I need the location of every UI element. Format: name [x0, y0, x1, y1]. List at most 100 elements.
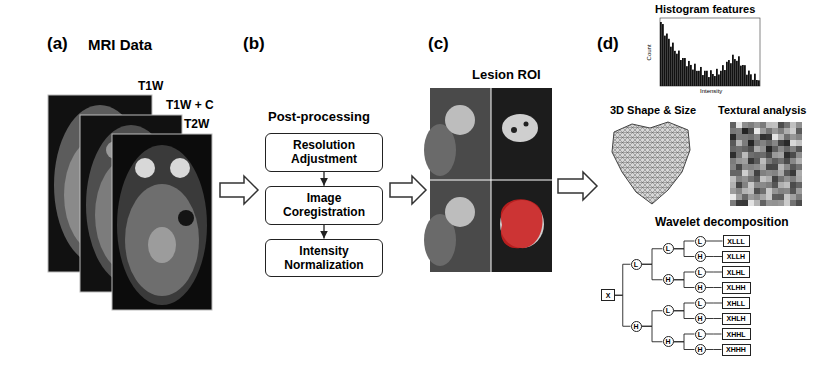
- texture-pixel: [760, 164, 766, 170]
- texture-pixel: [772, 200, 778, 206]
- subband-box: XLLL: [723, 235, 750, 247]
- texture-pixel: [760, 200, 766, 206]
- texture-pixel: [742, 164, 748, 170]
- texture-pixel: [784, 128, 790, 134]
- texture-pixel: [796, 134, 802, 140]
- node-text: Image Coregistration: [272, 191, 376, 220]
- texture-pixel: [754, 182, 760, 188]
- texture-pixel: [730, 158, 736, 164]
- panel-title: Lesion ROI: [472, 68, 541, 83]
- texture-pixel: [760, 152, 766, 158]
- filter-circle: L: [663, 305, 674, 316]
- tree-branch: [674, 280, 695, 288]
- histogram-bar: [682, 58, 684, 86]
- histogram-bar: [700, 67, 702, 86]
- texture-pixel: [742, 188, 748, 194]
- texture-pixel: [730, 200, 736, 206]
- tree-branch: [615, 295, 631, 326]
- texture-pixel: [772, 158, 778, 164]
- node-text: L: [698, 238, 702, 245]
- tree-branch: [642, 249, 663, 265]
- texture-pixel: [748, 194, 754, 200]
- roi-bright-region: [445, 197, 475, 227]
- node-text: H: [697, 284, 702, 291]
- filter-circle: L: [663, 243, 674, 254]
- texture-pixel: [784, 140, 790, 146]
- flow-arrow: [220, 176, 258, 204]
- texture-pixel: [748, 158, 754, 164]
- texture-pixel: [748, 188, 754, 194]
- texture-pixel: [796, 188, 802, 194]
- tree-branch: [674, 272, 695, 280]
- subband-box: XLHL: [722, 266, 750, 278]
- node-text: L: [698, 331, 702, 338]
- histogram-bar: [702, 75, 704, 86]
- histogram-bar: [734, 59, 736, 86]
- texture-pixel: [754, 134, 760, 140]
- texture-pixel: [748, 200, 754, 206]
- texture-pixel: [730, 146, 736, 152]
- texture-pixel: [748, 182, 754, 188]
- filter-circle: L: [631, 259, 642, 270]
- texture-pixel: [772, 134, 778, 140]
- flow-connector: [323, 225, 324, 239]
- histogram-bar: [722, 65, 724, 86]
- mri-eye: [170, 158, 190, 178]
- histogram-frame: [660, 18, 760, 86]
- roi-bright-region: [502, 114, 538, 142]
- lesion-roi-image: [424, 88, 552, 272]
- histogram-bar: [664, 36, 666, 86]
- filter-circle: L: [695, 298, 706, 309]
- sequence-label: T1W + C: [166, 99, 214, 113]
- tree-branch: [674, 342, 695, 350]
- node-text: L: [634, 261, 638, 268]
- histogram-bar: [748, 71, 750, 86]
- subband-box: XLLH: [722, 251, 750, 263]
- tree-branch: [674, 241, 695, 249]
- filter-circle: H: [695, 251, 706, 262]
- filter-circle: H: [695, 344, 706, 355]
- tree-branch: [706, 241, 723, 242]
- tree-branch: [674, 334, 695, 342]
- texture-pixel: [742, 200, 748, 206]
- texture-pixel: [754, 176, 760, 182]
- input-box: X: [601, 289, 615, 301]
- texture-pixel: [772, 188, 778, 194]
- texture-pixel: [778, 200, 784, 206]
- texture-pixel: [778, 194, 784, 200]
- texture-pixel: [736, 122, 742, 128]
- texture-pixel: [748, 152, 754, 158]
- node-text: XLHL: [727, 269, 745, 276]
- texture-pixel: [742, 170, 748, 176]
- histogram-bar: [670, 47, 672, 86]
- texture-pixel: [772, 176, 778, 182]
- histogram-bar: [728, 60, 730, 86]
- texture-pixel: [760, 158, 766, 164]
- roi-bright-region: [445, 105, 475, 135]
- tree-branch: [706, 272, 723, 273]
- texture-pixel: [766, 182, 772, 188]
- histogram-bar: [732, 55, 734, 86]
- texture-pixel: [760, 128, 766, 134]
- flow-arrow: [558, 172, 597, 200]
- texture-pixel: [796, 194, 802, 200]
- texture-pixel: [790, 188, 796, 194]
- texture-pixel: [778, 152, 784, 158]
- texture-pixel: [796, 158, 802, 164]
- histogram-bar: [714, 76, 716, 86]
- texture-pixel: [754, 140, 760, 146]
- node-text: L: [666, 245, 670, 252]
- histogram-bar: [680, 60, 682, 86]
- texture-pixel: [772, 164, 778, 170]
- mri-head: [117, 145, 207, 305]
- texture-pixel: [784, 146, 790, 152]
- roi-quadrant: [491, 180, 552, 272]
- histogram-bar: [676, 54, 678, 86]
- histogram-bar: [690, 65, 692, 86]
- texture-pixel: [790, 158, 796, 164]
- texture-pixel: [778, 176, 784, 182]
- texture-pixel: [778, 140, 784, 146]
- texture-pixel: [778, 128, 784, 134]
